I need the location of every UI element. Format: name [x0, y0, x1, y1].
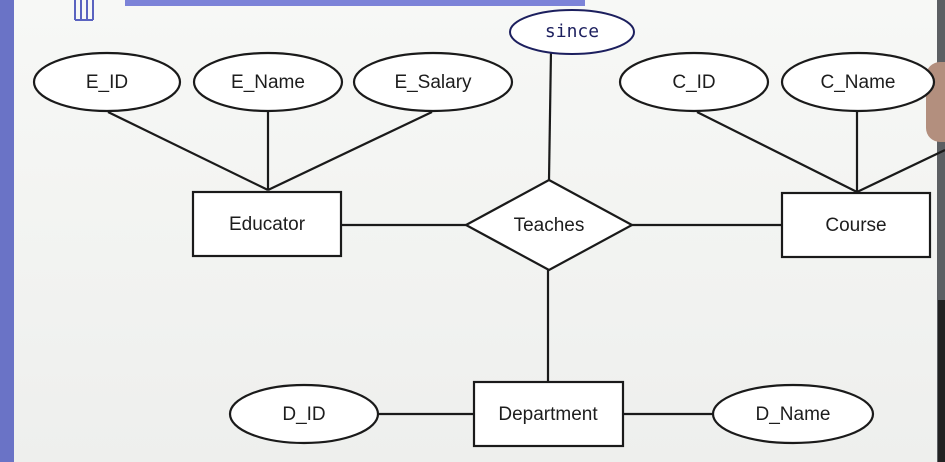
left-sidebar-strip	[0, 0, 14, 462]
attribute-e-name-label: E_Name	[231, 72, 305, 93]
right-window-edge	[937, 0, 945, 462]
attribute-e-id-label: E_ID	[86, 72, 128, 93]
bookmark-icon	[74, 0, 94, 21]
attribute-since-label: since	[545, 21, 599, 42]
connector-cid-course	[696, 111, 858, 193]
attribute-e-salary-label: E_Salary	[394, 72, 472, 93]
relationship-teaches	[463, 178, 635, 272]
connector-since-teaches	[547, 49, 553, 181]
connector-eid-educator	[107, 111, 269, 191]
right-dark-panel	[938, 300, 945, 462]
attribute-d-id	[228, 383, 380, 445]
connector-esalary-educator	[267, 111, 433, 191]
relationship-teaches-label: Teaches	[514, 215, 585, 236]
attribute-e-name	[192, 51, 344, 113]
entity-educator-label: Educator	[229, 214, 306, 235]
attribute-e-id	[32, 51, 182, 113]
entity-department	[472, 380, 625, 448]
attribute-d-name-label: D_Name	[756, 404, 831, 425]
attribute-c-id-label: C_ID	[672, 72, 715, 93]
attribute-e-salary	[352, 51, 514, 113]
entity-course-label: Course	[825, 215, 886, 236]
attribute-c-name-label: C_Name	[821, 72, 896, 93]
attribute-d-name	[711, 383, 875, 445]
attribute-since	[509, 9, 635, 55]
entity-department-label: Department	[498, 404, 598, 425]
attribute-d-id-label: D_ID	[282, 404, 325, 425]
entity-educator	[191, 190, 343, 258]
slide-title-banner	[125, 0, 585, 6]
attribute-c-name	[780, 51, 936, 113]
connector-extra-course	[856, 149, 945, 193]
entity-course	[780, 191, 932, 259]
attribute-c-id	[618, 51, 770, 113]
